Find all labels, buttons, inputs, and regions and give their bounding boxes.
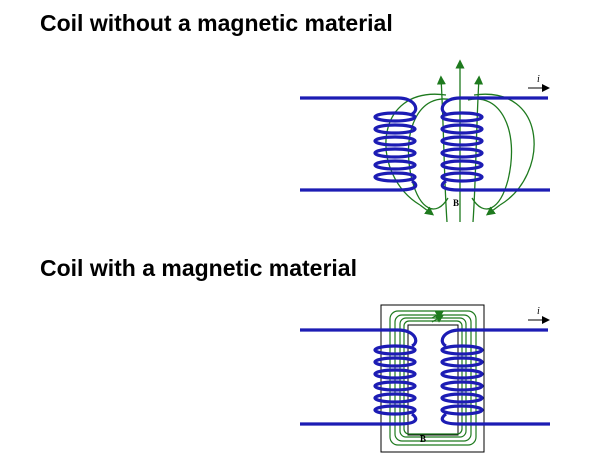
core-coil-diagram: i B xyxy=(300,304,550,453)
field-label: B xyxy=(453,198,459,208)
heading-coil-with-material: Coil with a magnetic material xyxy=(40,255,357,281)
air-coil-diagram: i B xyxy=(300,59,550,223)
current-label: i xyxy=(537,74,540,85)
heading-coil-without-material: Coil without a magnetic material xyxy=(40,10,393,36)
coil-wire xyxy=(300,328,550,426)
field-lines xyxy=(385,59,535,223)
current-label: i xyxy=(537,306,540,317)
field-label: B xyxy=(420,434,426,444)
coil-wire xyxy=(300,96,550,192)
